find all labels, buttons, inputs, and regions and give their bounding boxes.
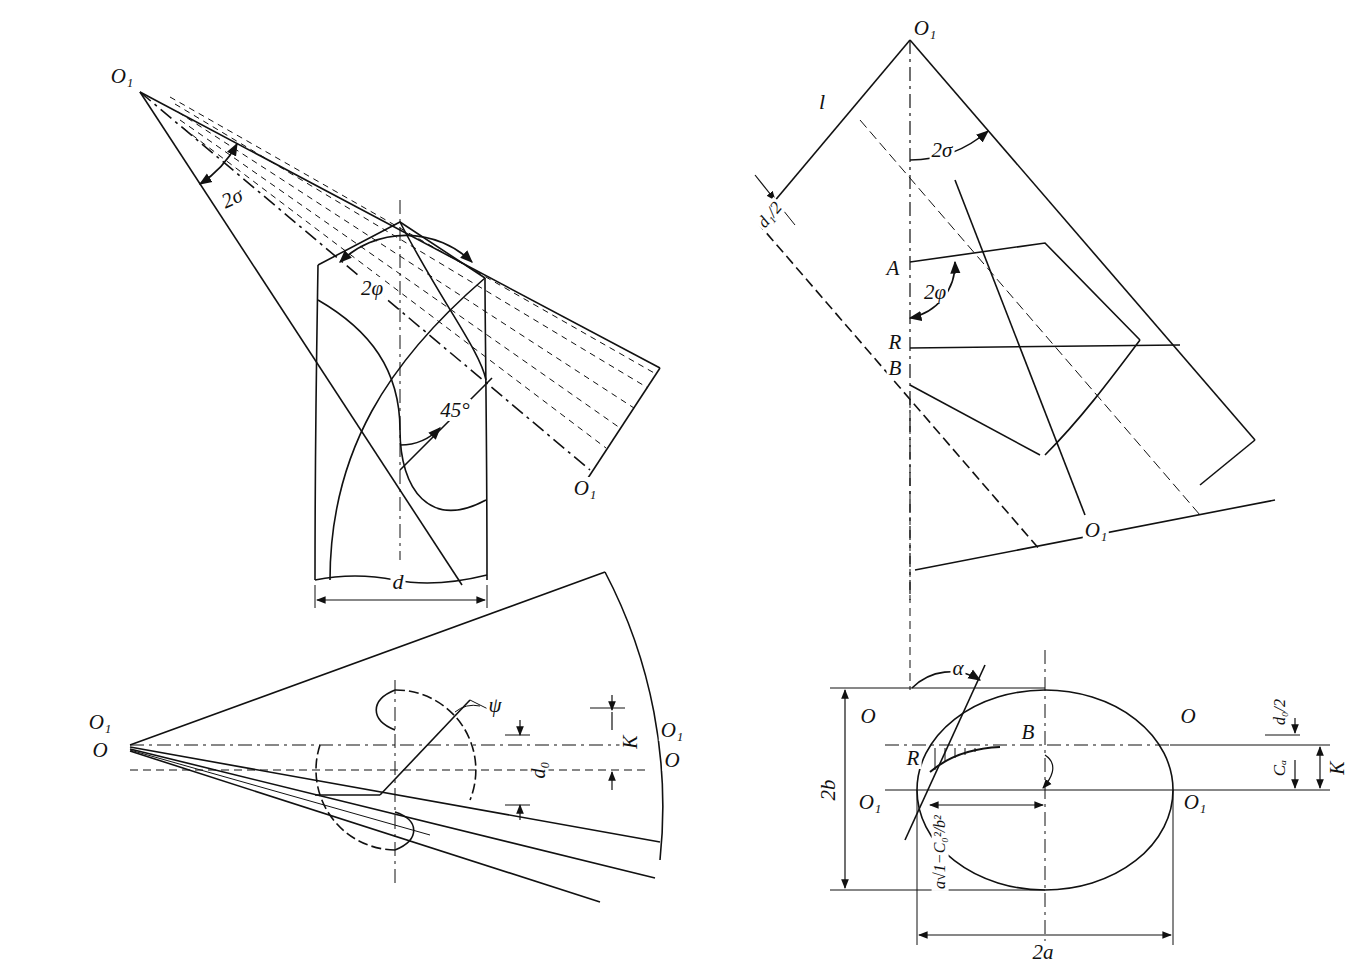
- side-view: [755, 40, 1275, 690]
- drawing-label: R: [887, 331, 904, 353]
- drawing-label: K: [620, 733, 641, 750]
- drawing-label: l: [817, 90, 827, 113]
- drawing-label: O₁: [912, 17, 938, 39]
- drawing-label: d: [391, 570, 406, 593]
- drawing-label: O₁: [659, 719, 685, 741]
- drawing-label: O: [90, 739, 109, 761]
- drawing-label: K: [1327, 759, 1348, 776]
- drawing-label: ψ: [486, 694, 503, 716]
- drawing-label: O: [662, 749, 681, 771]
- drawing-label: O₁: [857, 791, 883, 813]
- ellipse-view: [830, 650, 1330, 945]
- drawing-label: 2φ: [922, 281, 948, 303]
- drawing-label: 2σ: [216, 183, 248, 213]
- drawing-label: α: [950, 657, 965, 679]
- drawing-label: O₁: [87, 711, 113, 733]
- drawing-label: A: [885, 257, 902, 279]
- drawing-label: O₁: [572, 477, 598, 499]
- drawing-label: O₁: [109, 65, 135, 87]
- drawing-label: 45°: [438, 399, 471, 421]
- drawing-label: O₁: [1083, 519, 1109, 541]
- cone-view: [140, 92, 660, 608]
- drawing-label: 2b: [817, 778, 839, 803]
- drawing-label: a√1−C₀²/b²: [932, 813, 949, 891]
- drawing-label: R: [905, 747, 922, 769]
- drawing-label: B: [1020, 721, 1037, 743]
- drawing-label: O: [858, 705, 877, 727]
- drawing-label: O: [1178, 705, 1197, 727]
- drawing-label: 2σ: [930, 139, 955, 161]
- drawing-label: d₀: [528, 760, 549, 781]
- drawing-label: 2a: [1031, 941, 1056, 963]
- drawing-label: d₁/2: [753, 197, 787, 233]
- drawing-label: Cₐ: [1271, 758, 1289, 778]
- drawing-label: d₀/2: [1272, 697, 1289, 727]
- drawing-label: B: [887, 357, 904, 379]
- end-view: [130, 572, 663, 902]
- drawing-label: 2φ: [359, 277, 385, 299]
- drawing-label: O₁: [1182, 791, 1208, 813]
